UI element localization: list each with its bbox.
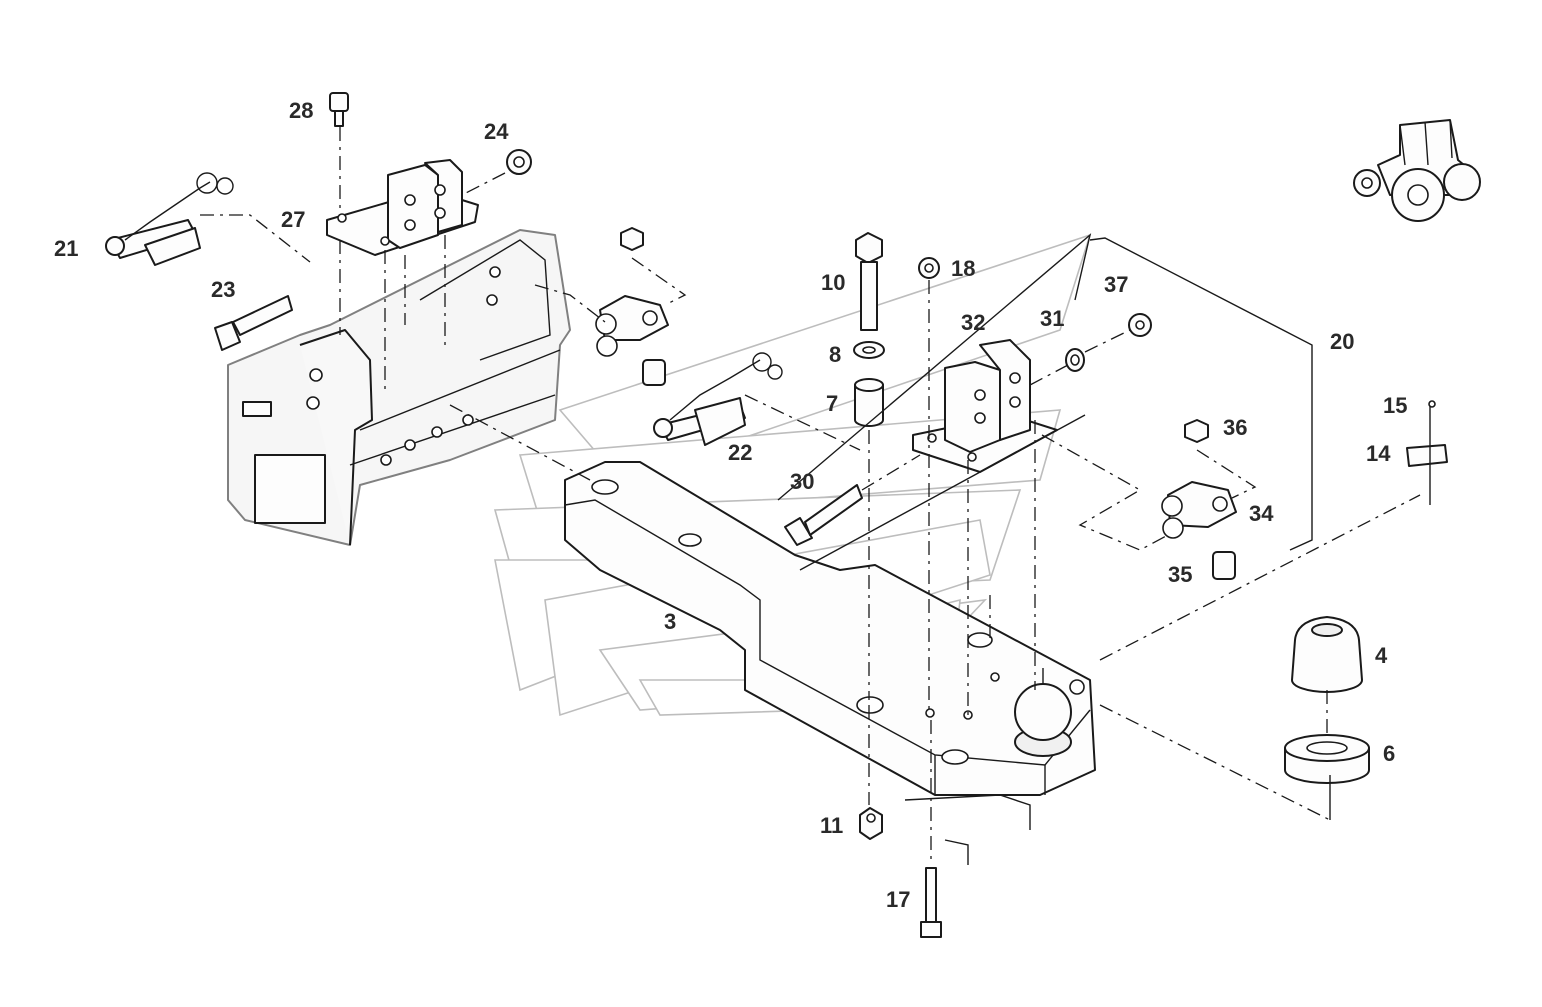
assembly-frame-20: [1089, 237, 1313, 551]
drawbar-3: [564, 461, 1096, 796]
callout-11: 11: [820, 813, 843, 838]
callout-34: 34: [1249, 501, 1274, 526]
washer-8: [853, 341, 885, 359]
tractor-icon: [1353, 119, 1481, 222]
callout-14: 14: [1366, 441, 1391, 466]
callout-30: 30: [790, 469, 814, 494]
ring-6: [1284, 734, 1370, 784]
tag-14: [1406, 400, 1448, 505]
callout-18: 18: [951, 256, 975, 281]
callout-8: 8: [829, 342, 841, 367]
bushing-7: [854, 378, 884, 427]
callout-37: 37: [1104, 272, 1128, 297]
bolt-30: [784, 484, 863, 546]
callout-28: 28: [289, 98, 313, 123]
callout-4: 4: [1375, 643, 1388, 668]
callouts: 28 24 27 21 23 10 18 37 32 31 20 8 7 22 …: [54, 98, 1407, 912]
bolt-17: [920, 867, 942, 938]
nut-37: [1128, 313, 1152, 337]
nut-24: [506, 149, 532, 175]
nut-18: [918, 257, 940, 279]
bolt-28: [329, 92, 349, 215]
bolt-23: [214, 295, 293, 351]
callout-35: 35: [1168, 562, 1192, 587]
callout-31: 31: [1040, 306, 1064, 331]
callout-24: 24: [484, 119, 509, 144]
pin-21: [105, 172, 234, 266]
callout-17: 17: [886, 887, 910, 912]
callout-10: 10: [821, 270, 845, 295]
callout-7: 7: [826, 391, 838, 416]
callout-23: 23: [211, 277, 235, 302]
hitch-bracket-body: [227, 229, 571, 546]
callout-15: 15: [1383, 393, 1407, 418]
callout-22: 22: [728, 440, 752, 465]
clamp-right: [1161, 419, 1237, 580]
bolt-10: [855, 232, 883, 331]
plate-27: [326, 159, 479, 256]
callout-27: 27: [281, 207, 305, 232]
callout-36: 36: [1223, 415, 1247, 440]
clamp-left: [595, 227, 669, 386]
pin-22: [653, 352, 783, 446]
washer-31: [1065, 348, 1085, 372]
nut-11: [859, 807, 883, 840]
callout-3: 3: [664, 609, 676, 634]
cap-4: [1291, 616, 1363, 693]
callout-20: 20: [1330, 329, 1354, 354]
callout-6: 6: [1383, 741, 1395, 766]
callout-32: 32: [961, 310, 985, 335]
callout-21: 21: [54, 236, 78, 261]
